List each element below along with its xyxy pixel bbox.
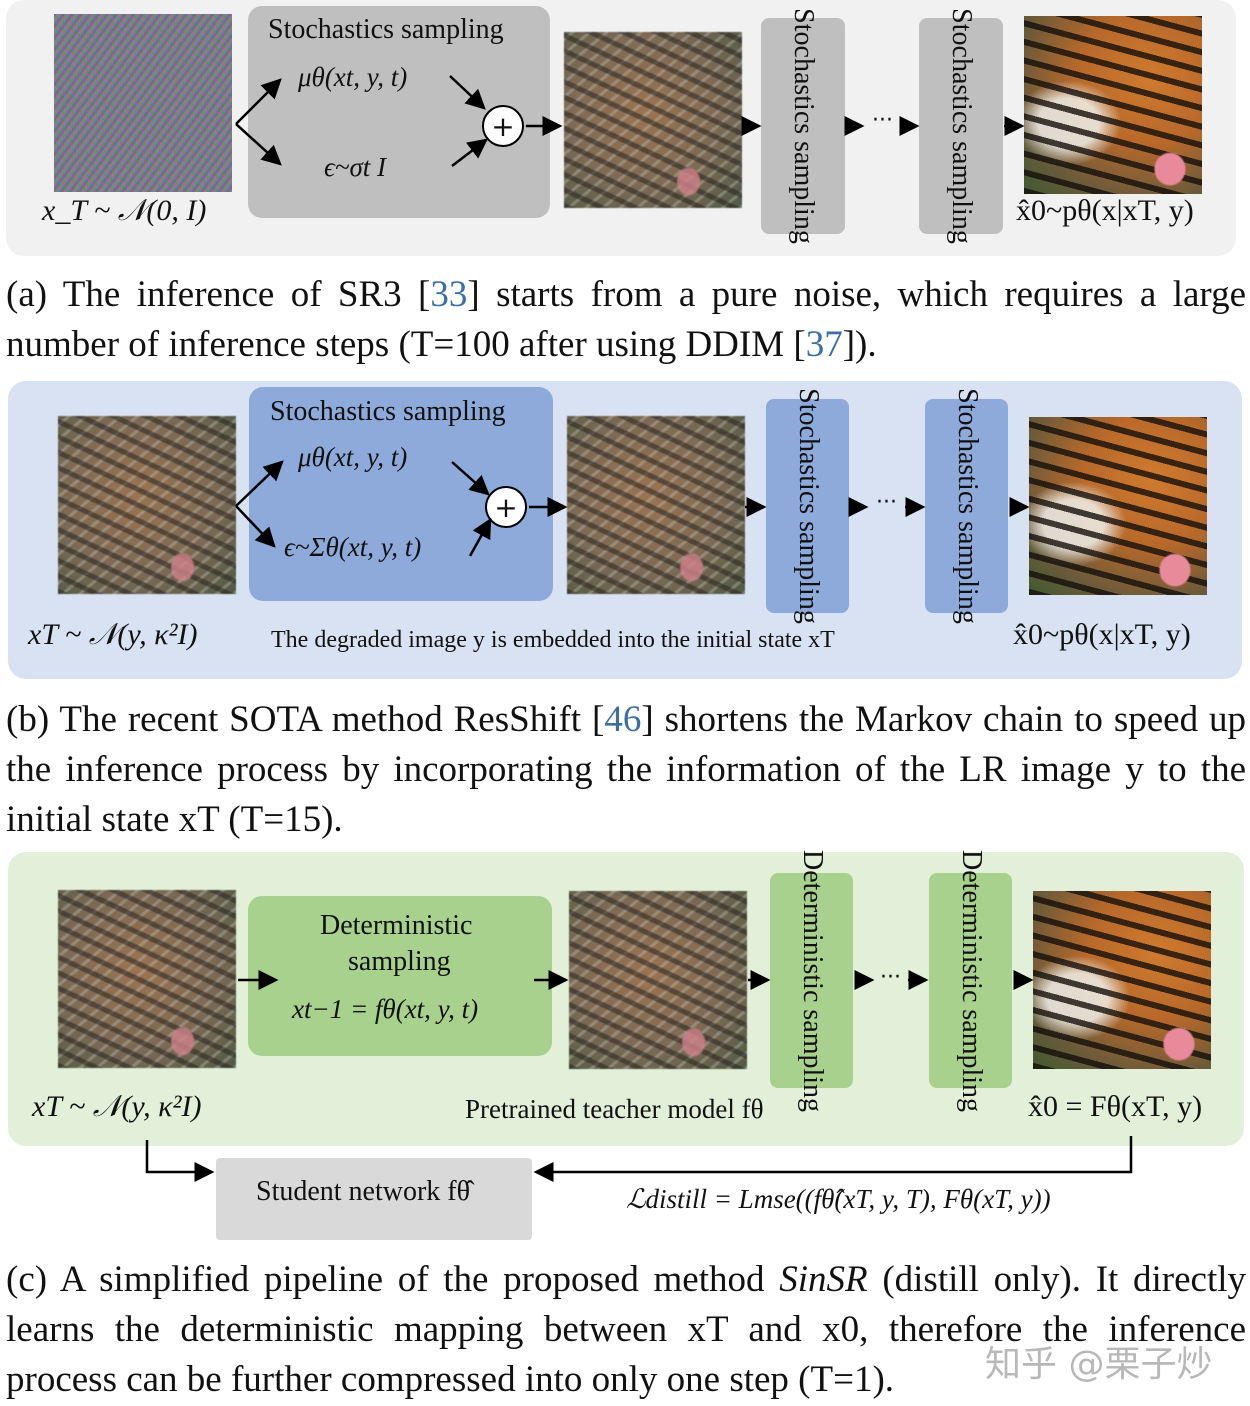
restored-tiger-image (1033, 891, 1211, 1069)
deterministic-step-block-c1: Deterministic sampling (770, 849, 853, 1112)
block-title-line2: sampling (348, 946, 451, 977)
block-title: Stochastics sampling (268, 14, 504, 45)
input-label: x_T ~ 𝒩(0, I) (42, 194, 207, 227)
degraded-tiger-image (58, 416, 236, 594)
input-label: xT ~ 𝒩(y, κ²I) (28, 618, 198, 651)
input-label: xT ~ 𝒩(y, κ²I) (32, 1090, 202, 1123)
block-title: Stochastics sampling (270, 396, 506, 427)
plus-icon: + (482, 105, 524, 147)
deterministic-sampling-block (248, 896, 552, 1056)
student-network-block (216, 1158, 532, 1240)
output-label: x̂0~pθ(x|xT, y) (1016, 194, 1194, 227)
block-title-line1: Deterministic (320, 910, 473, 941)
watermark: 知乎 @栗子炒 (985, 1344, 1213, 1385)
ellipsis: ··· (880, 965, 901, 990)
caption-a: (a) The inference of SR3 [33] starts fro… (6, 274, 1247, 365)
teacher-label: Pretrained teacher model fθ (465, 1094, 764, 1124)
method-name: SinSR (779, 1259, 868, 1300)
ellipsis: ··· (876, 490, 897, 515)
caption-c: (c) A simplified pipeline of the propose… (6, 1259, 1247, 1400)
deterministic-formula: xt−1 = fθ(xt, y, t) (292, 994, 479, 1024)
ellipsis: ··· (872, 108, 893, 133)
citation-link[interactable]: 37 (805, 324, 843, 365)
distill-loss-formula: ℒdistill = Lmse((fθ̂(xT, y, T), Fθ(xT, y… (626, 1184, 1051, 1214)
stochastic-step-block-b2: Stochastics sampling (925, 388, 1008, 624)
degraded-tiger-image (58, 890, 236, 1068)
mean-term: μθ(xt, y, t) (298, 62, 408, 92)
restored-tiger-image (1024, 16, 1202, 194)
output-label: x̂0 = Fθ(xT, y) (1028, 1090, 1203, 1123)
stochastic-step-block-b1: Stochastics sampling (766, 388, 849, 624)
noise-term: ϵ~σt I (324, 152, 387, 182)
plus-icon: + (485, 486, 527, 528)
citation-link[interactable]: 33 (430, 274, 468, 315)
student-label: Student network fθ̂ (256, 1176, 471, 1207)
restored-tiger-image (1029, 417, 1207, 595)
embedding-note: The degraded image y is embedded into th… (271, 627, 835, 653)
mean-term: μθ(xt, y, t) (298, 442, 408, 472)
output-label: x̂0~pθ(x|xT, y) (1013, 618, 1191, 651)
citation-link[interactable]: 46 (604, 699, 642, 740)
caption-b: (b) The recent SOTA method ResShift [46]… (6, 699, 1246, 840)
pure-noise-image (54, 14, 232, 192)
noisy-tiger-image (567, 416, 745, 594)
stochastic-step-block-a1: Stochastics sampling (761, 8, 845, 244)
stochastic-step-block-a2: Stochastics sampling (919, 8, 1003, 244)
noisy-tiger-image (564, 32, 742, 208)
deterministic-step-block-c2: Deterministic sampling (929, 849, 1012, 1112)
noise-term: ϵ~Σθ(xt, y, t) (284, 532, 422, 562)
noisy-tiger-image (569, 891, 747, 1069)
